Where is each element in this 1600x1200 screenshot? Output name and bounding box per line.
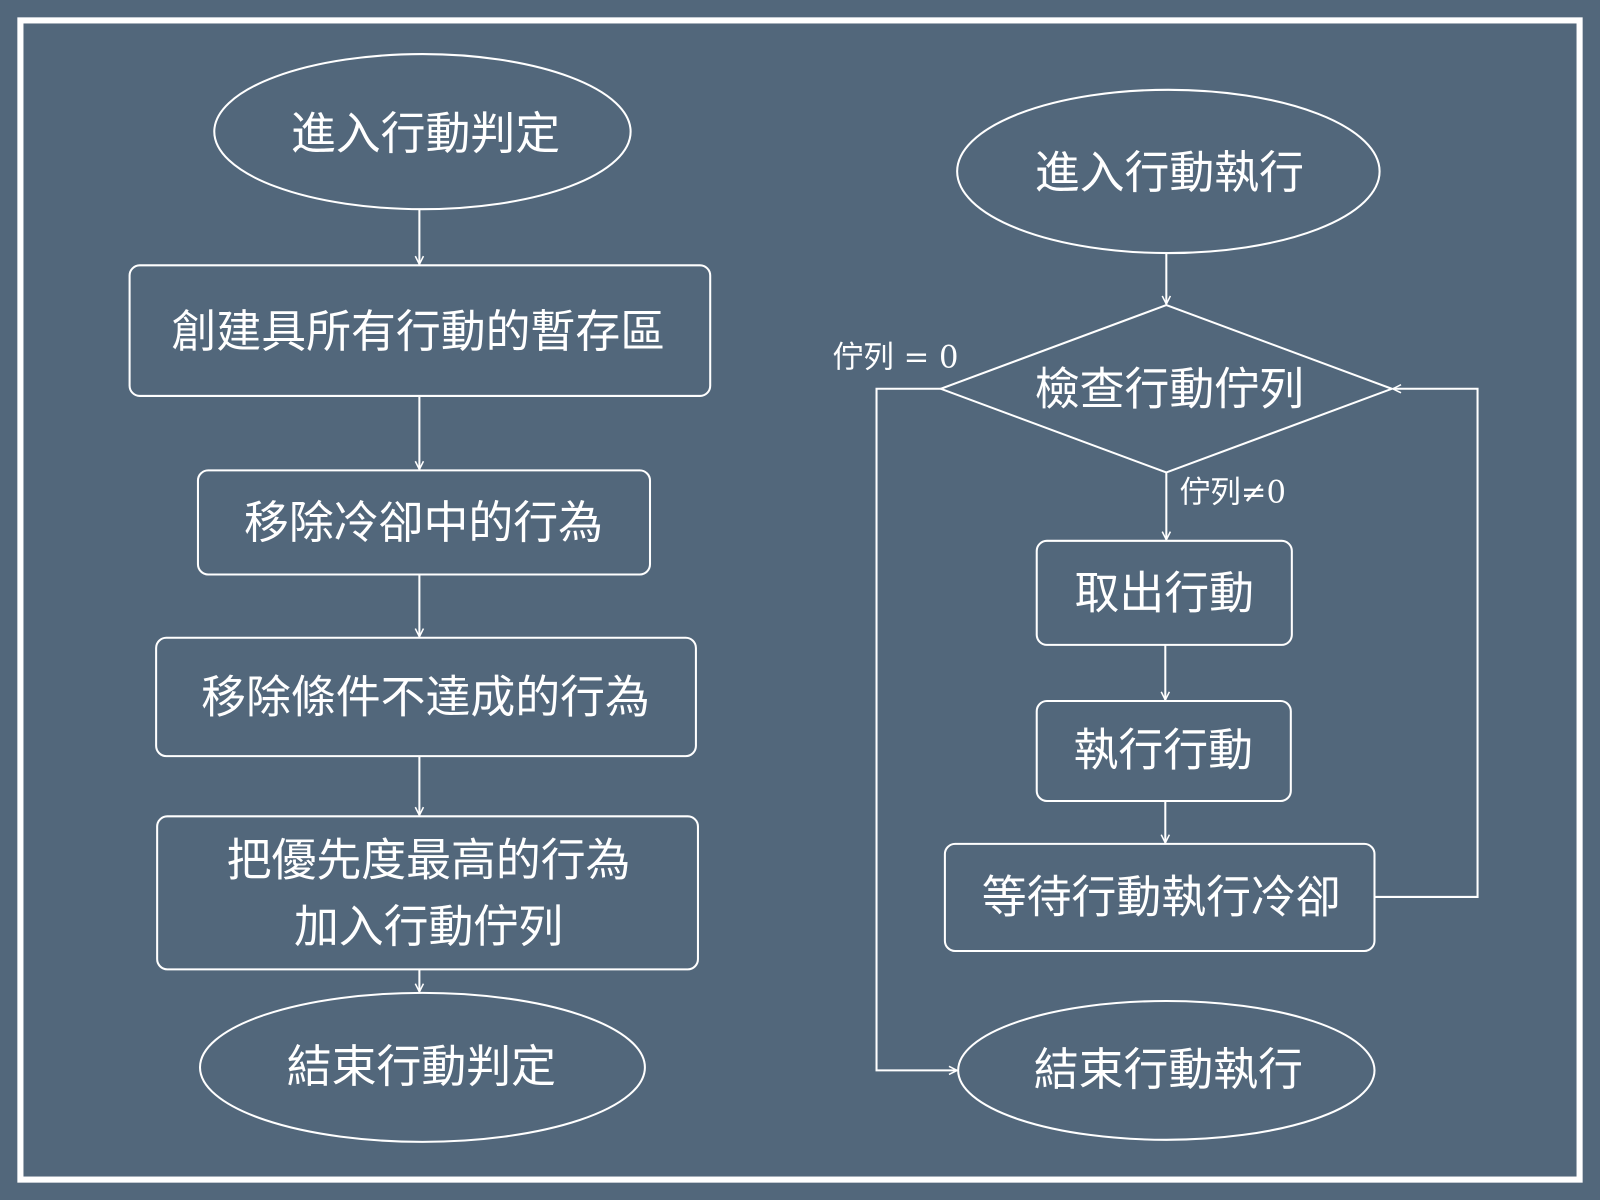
left-start-node: 進入行動判定 <box>213 53 632 211</box>
right-step3-label: 等待行動執行冷卻 <box>982 870 1341 923</box>
branch-label-queue-empty: 佇列 = 0 <box>833 341 959 376</box>
left-step-remove-cooldown: 移除冷卻中的行為 <box>196 469 652 576</box>
right-step-dequeue: 取出行動 <box>1035 539 1293 646</box>
left-step4-label-line1: 把優先度最高的行為 <box>227 834 631 887</box>
right-end-label: 結束行動執行 <box>1034 1043 1303 1096</box>
frame-border <box>17 17 1583 1183</box>
left-flowchart: 進入行動判定 創建具所有行動的暫存區 移除冷卻中的行為 移除條件不達成的行為 把… <box>128 53 712 1143</box>
empty-queue-connector <box>875 387 958 1071</box>
right-start-node: 進入行動執行 <box>956 88 1381 255</box>
left-step-remove-unmet: 移除條件不達成的行為 <box>155 636 697 758</box>
left-start-label: 進入行動判定 <box>291 107 560 160</box>
left-end-node: 結束行動判定 <box>198 991 646 1143</box>
left-step-enqueue: 把優先度最高的行為 加入行動佇列 <box>156 815 699 971</box>
left-end-label: 結束行動判定 <box>287 1040 556 1093</box>
left-step3-label: 移除條件不達成的行為 <box>201 670 650 723</box>
right-step-execute: 執行行動 <box>1035 700 1292 803</box>
right-flowchart: 進入行動執行 檢查行動佇列 佇列 = 0 佇列≠0 取出行動 執行行動 等待行動… <box>833 88 1479 1141</box>
branch-label-queue-nonempty: 佇列≠0 <box>1180 475 1286 510</box>
right-step-wait-cooldown: 等待行動執行冷卻 <box>943 842 1376 953</box>
right-step2-label: 執行行動 <box>1074 724 1254 777</box>
right-step1-label: 取出行動 <box>1075 566 1255 619</box>
loop-back-connector <box>1374 389 1479 898</box>
right-end-node: 結束行動執行 <box>957 1000 1376 1141</box>
left-step-create-buffer: 創建具所有行動的暫存區 <box>128 264 712 397</box>
left-step2-label: 移除冷卻中的行為 <box>244 496 603 549</box>
left-step1-label: 創建具所有行動的暫存區 <box>172 305 666 358</box>
right-start-label: 進入行動執行 <box>1035 146 1304 199</box>
left-step4-label-line2: 加入行動佇列 <box>294 900 563 953</box>
right-decision-label: 檢查行動佇列 <box>1035 362 1304 415</box>
